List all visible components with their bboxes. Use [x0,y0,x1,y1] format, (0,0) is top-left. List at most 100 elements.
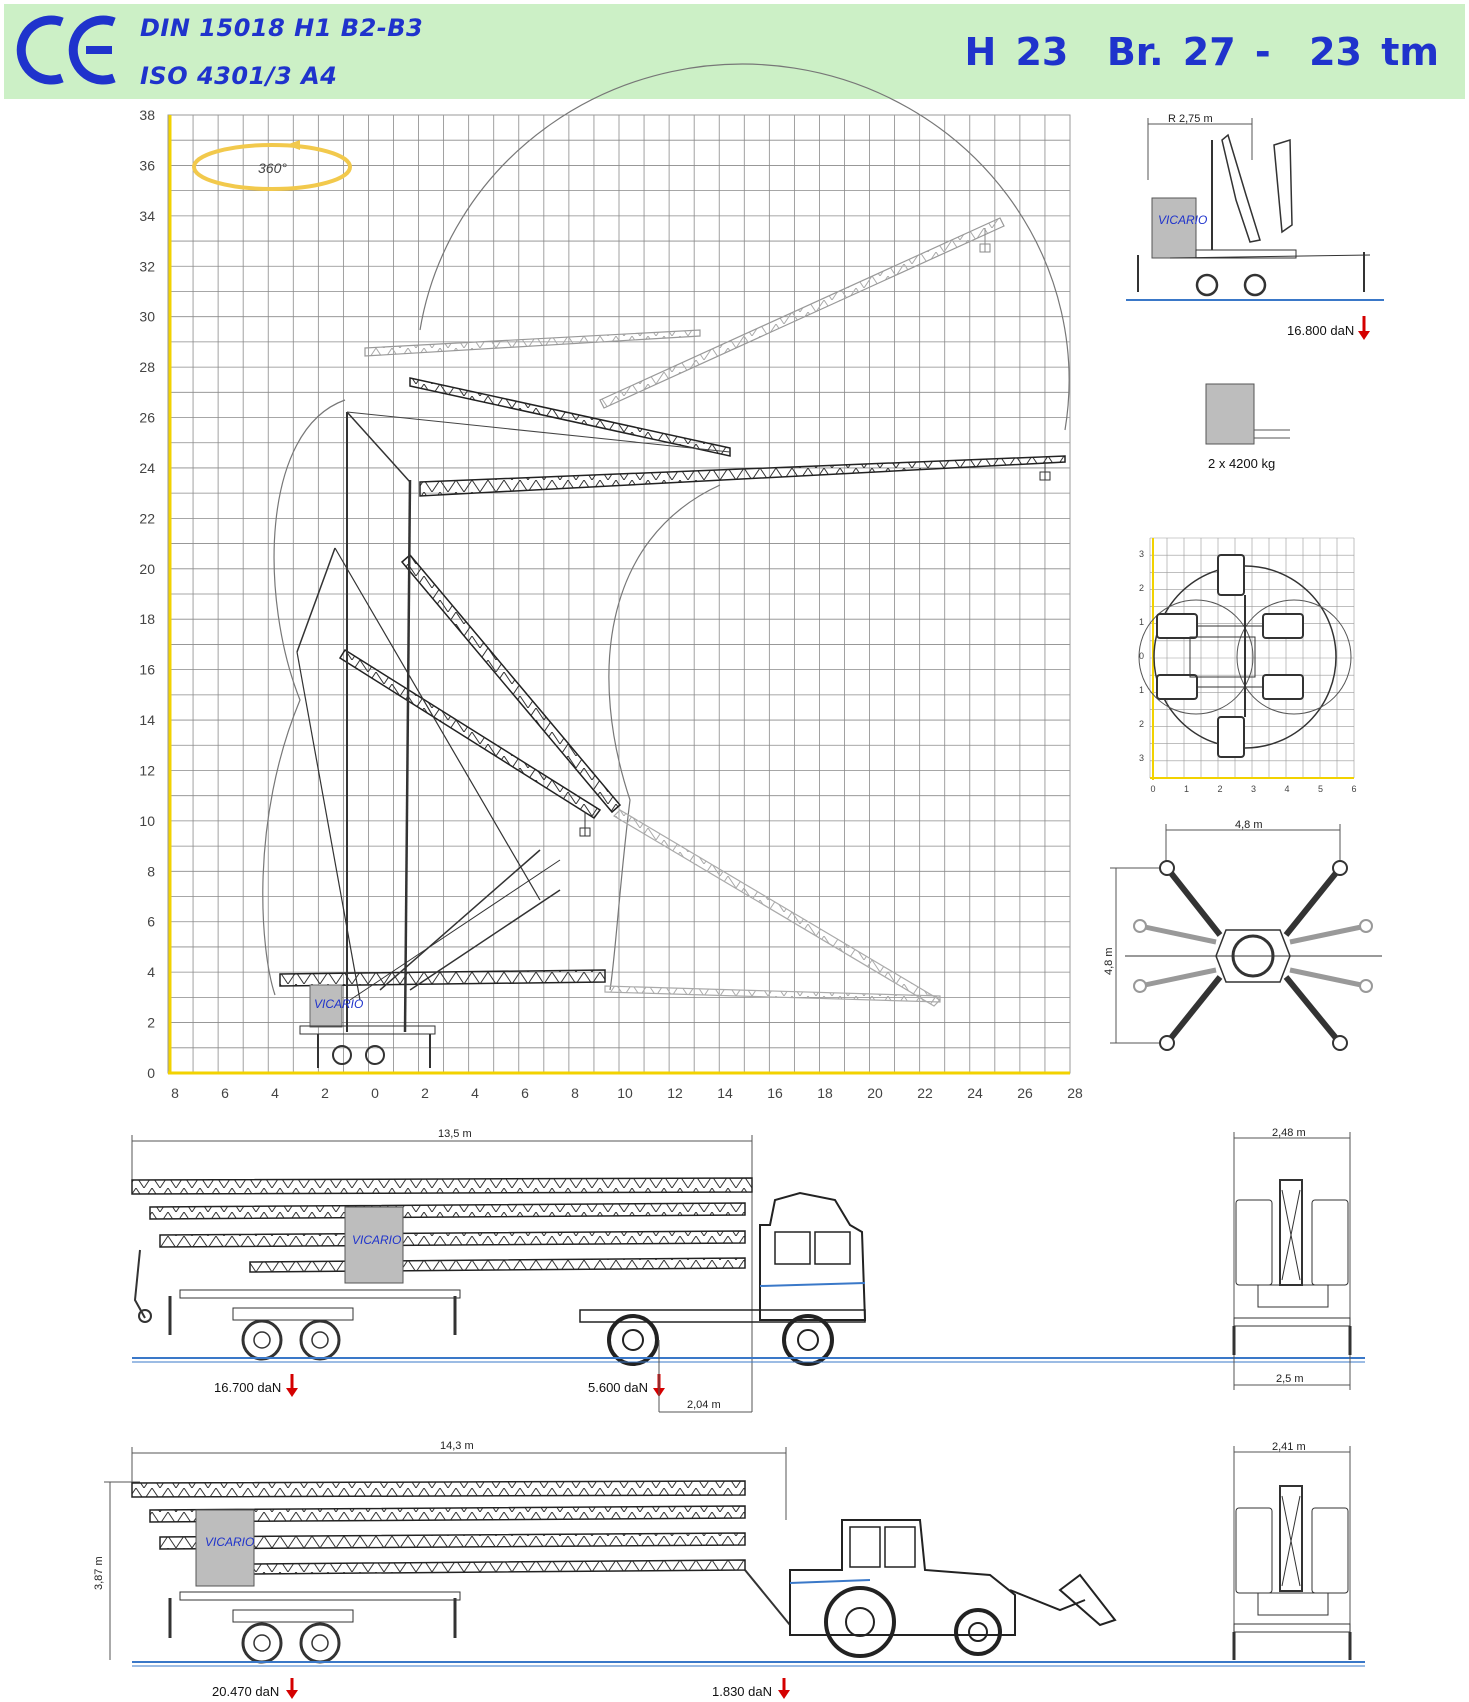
x-tick-label: 8 [571,1085,579,1101]
footprint-x-tick: 3 [1251,784,1256,794]
x-tick-label: 12 [667,1085,683,1101]
hook-icon-2 [979,228,991,253]
standard-din: DIN 15018 H1 B2-B3 [140,14,424,42]
x-tick-label: 4 [471,1085,479,1101]
y-tick-label: 14 [139,712,155,728]
x-tick-label: 28 [1067,1085,1083,1101]
crane-side-view: R 2,75 m VICARIO 16.800 daN [1126,113,1384,340]
x-tick-label: 18 [817,1085,833,1101]
outrigger-plan: 4,8 m 4,8 m [1103,819,1382,1051]
ballast-tractor [195,1509,255,1587]
ballast-truck [344,1206,404,1284]
footprint-x-tick: 2 [1217,784,1222,794]
tractor-front-load: 1.830 daN [712,1684,772,1699]
y-tick-label: 16 [139,662,155,678]
truck-overhang-label: 2,04 m [687,1399,721,1411]
y-tick-label: 20 [139,561,155,577]
footprint-y-tick: 3 [1139,549,1144,559]
tractor-length-label: 14,3 m [440,1440,474,1452]
ballast-label: 2 x 4200 kg [1208,456,1275,471]
footprint-y-tick: 2 [1139,719,1144,729]
rotation-360-icon: 360° [192,140,352,191]
model-title: H 23 Br. 27 - 23 tm [964,30,1439,74]
hook-icon [1039,462,1051,481]
x-tick-label: 0 [371,1085,379,1101]
y-tick-label: 2 [147,1015,155,1031]
outrigger-height-label: 4,8 m [1103,947,1115,975]
y-tick-label: 38 [139,107,155,123]
tractor-height-label: 3,87 m [93,1556,105,1590]
x-tick-label: 22 [917,1085,933,1101]
tractor-wheel-icon-2 [954,1608,1002,1656]
y-tick-label: 4 [147,964,155,980]
reach-envelope-right [608,484,721,991]
footprint-y-tick: 3 [1139,753,1144,763]
footprint-x-tick: 5 [1318,784,1323,794]
jib-erecting-2 [338,648,602,820]
truck-cab [759,1191,867,1321]
truck-width-top: 2,48 m [1272,1127,1306,1139]
y-tick-label: 18 [139,611,155,627]
x-tick-label: 16 [767,1085,783,1101]
rotation-label: 360° [258,160,287,176]
standard-iso: ISO 4301/3 A4 [140,62,338,90]
y-tick-label: 30 [139,309,155,325]
footprint-grid [1149,537,1355,779]
svg-text:VICARIO: VICARIO [314,997,363,1011]
x-tick-label: 6 [521,1085,529,1101]
chart-grid [167,114,1071,1074]
y-tick-label: 10 [139,813,155,829]
x-tick-label: 4 [271,1085,279,1101]
ballast-block: 2 x 4200 kg [1205,383,1290,471]
y-tick-label: 8 [147,863,155,879]
y-tick-label: 26 [139,410,155,426]
x-tick-label: 2 [321,1085,329,1101]
footprint-y-tick: 2 [1139,583,1144,593]
svg-text:VICARIO: VICARIO [1158,213,1207,227]
x-tick-label: 10 [617,1085,633,1101]
jib-folded-grey [364,329,701,357]
footprint-y-tick: 1 [1139,685,1144,695]
y-tick-label: 0 [147,1065,155,1081]
counterweight-block [309,984,343,1028]
slew-ring [1231,934,1275,978]
x-tick-label: 24 [967,1085,983,1101]
jib-transport [279,969,606,987]
loader-bucket-icon [1058,1573,1117,1627]
tractor-end-view: 2,41 m [1232,1441,1352,1660]
svg-text:VICARIO: VICARIO [205,1535,254,1549]
truck-rear-load: 16.700 daN [214,1380,281,1395]
jib-horizontal [419,455,1066,497]
y-tick-label: 22 [139,510,155,526]
jib-transport-grey [604,985,941,1003]
jib-lowered-grey [613,809,941,1007]
footprint-x-tick: 0 [1150,784,1155,794]
truck-wheel-icon [607,1314,659,1366]
tractor-transport-view: 14,3 m 3,87 m VICARIO 20.470 daN 1 [93,1440,1365,1699]
ballast-block-icon [1205,383,1255,445]
footprint-x-tick: 6 [1351,784,1356,794]
y-tick-label: 36 [139,157,155,173]
footprint-x-tick: 4 [1284,784,1289,794]
x-tick-label: 26 [1017,1085,1033,1101]
truck-width-bottom: 2,5 m [1276,1373,1304,1385]
truck-transport-view: 13,5 m VICARIO 16.700 daN 5.600 daN [131,1128,1365,1413]
truck-front-load: 5.600 daN [588,1380,648,1395]
tractor-body [789,1519,1016,1636]
chassis-side: VICARIO [299,984,436,1068]
ballast-side [1151,197,1197,259]
load-arrow-icon [1358,316,1370,340]
outrigger-width-label: 4,8 m [1235,819,1263,831]
y-tick-label: 6 [147,914,155,930]
load-arrow-icon [286,1678,298,1699]
load-arrow-icon [778,1678,790,1699]
footprint-y-tick: 1 [1139,617,1144,627]
y-tick-label: 12 [139,762,155,778]
tractor-rear-load: 20.470 daN [212,1684,279,1699]
ce-mark-icon [16,15,116,85]
truck-length-label: 13,5 m [438,1128,472,1140]
